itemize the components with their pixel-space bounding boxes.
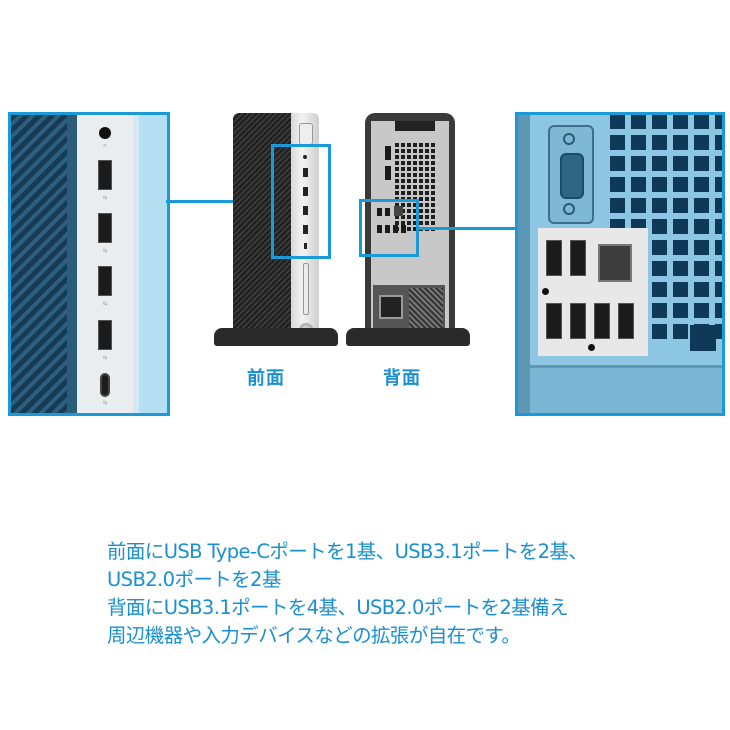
- mini-usb-port-icon: [303, 168, 308, 177]
- front-caption: 前面: [247, 368, 285, 389]
- screw-hole-icon: [588, 344, 595, 351]
- usb-symbol-icon: ⇆: [102, 355, 108, 361]
- displayport-icon: [385, 146, 391, 160]
- back-caption: 背面: [383, 368, 421, 389]
- usb-symbol-icon: ⇆: [102, 400, 108, 406]
- back-usb-port-icon: [393, 225, 398, 233]
- optical-drive-slot: [303, 263, 309, 315]
- back-io-plate: [538, 228, 648, 356]
- vga-connector-icon: [560, 153, 584, 199]
- back-connector-line: [419, 227, 515, 230]
- mini-usb-port-icon: [303, 187, 308, 196]
- usb-c-port-icon: [100, 373, 110, 397]
- back-usb-port-icon: [385, 225, 390, 233]
- lan-port-icon: [598, 244, 632, 282]
- front-grille: [11, 115, 67, 413]
- usb-a-port-icon: [546, 240, 562, 276]
- back-usb-port-icon: [401, 225, 406, 233]
- back-top-port-icon: [395, 121, 435, 131]
- vga-screw-icon: [563, 203, 575, 215]
- tower-front-grille: [233, 113, 291, 345]
- back-vent-grid: [393, 143, 437, 233]
- description-line: 周辺機器や入力デバイスなどの拡張が自在です。: [107, 624, 521, 647]
- displayport-icon: [385, 166, 391, 180]
- usb-a-port-icon: [570, 240, 586, 276]
- back-usb-port-icon: [377, 225, 382, 233]
- strip-edge: [133, 115, 139, 413]
- vga-port-icon: [548, 125, 594, 224]
- back-usb-port-icon: [377, 208, 382, 216]
- mini-usb-c-port-icon: [304, 243, 307, 249]
- front-ports-zoom-panel: ∩ ⇆ ⇆ ⇆ ⇆ ⇆: [8, 112, 170, 416]
- usb-a-port-icon: [98, 266, 112, 296]
- tower-back-view: [365, 113, 455, 345]
- usb-symbol-icon: ⇆: [102, 195, 108, 201]
- grille-edge: [67, 115, 77, 413]
- psu-fan-grille: [409, 288, 443, 333]
- mini-usb-port-icon: [303, 206, 308, 215]
- back-ports-highlight-box: [359, 199, 419, 257]
- back-lan-port-icon: [394, 206, 403, 216]
- back-usb-port-icon: [385, 208, 390, 216]
- expansion-slot-area: [530, 365, 722, 413]
- mini-audio-jack-icon: [303, 155, 307, 159]
- usb-a-port-icon: [98, 320, 112, 350]
- front-ports-highlight-box: [271, 144, 331, 259]
- description-line: USB2.0ポートを2基: [107, 568, 281, 591]
- usb-a-port-icon: [98, 160, 112, 190]
- back-latch-icon: [690, 325, 716, 351]
- port-description: 前面にUSB Type-Cポートを1基、USB3.1ポートを2基、 USB2.0…: [107, 538, 667, 650]
- tower-front-stand: [214, 328, 338, 346]
- usb-symbol-icon: ⇆: [102, 301, 108, 307]
- tower-back-stand: [346, 328, 470, 346]
- vga-screw-icon: [563, 133, 575, 145]
- usb-a-port-icon: [594, 303, 610, 339]
- power-button-icon: [299, 123, 313, 145]
- headset-symbol-icon: ∩: [103, 143, 107, 149]
- power-inlet-icon: [379, 295, 403, 319]
- audio-jack-icon: [99, 127, 111, 139]
- back-ports-zoom-panel: [515, 112, 725, 416]
- screw-hole-icon: [542, 288, 549, 295]
- usb-a-port-icon: [618, 303, 634, 339]
- usb-a-port-icon: [570, 303, 586, 339]
- tower-front-view: [233, 113, 319, 345]
- usb-symbol-icon: ⇆: [102, 248, 108, 254]
- usb-a-port-icon: [546, 303, 562, 339]
- front-connector-line: [166, 200, 272, 203]
- description-line: 前面にUSB Type-Cポートを1基、USB3.1ポートを2基、: [107, 540, 588, 563]
- back-panel-edge: [518, 115, 530, 413]
- mini-usb-port-icon: [303, 225, 308, 234]
- usb-a-port-icon: [98, 213, 112, 243]
- description-line: 背面にUSB3.1ポートを4基、USB2.0ポートを2基備え: [107, 596, 569, 619]
